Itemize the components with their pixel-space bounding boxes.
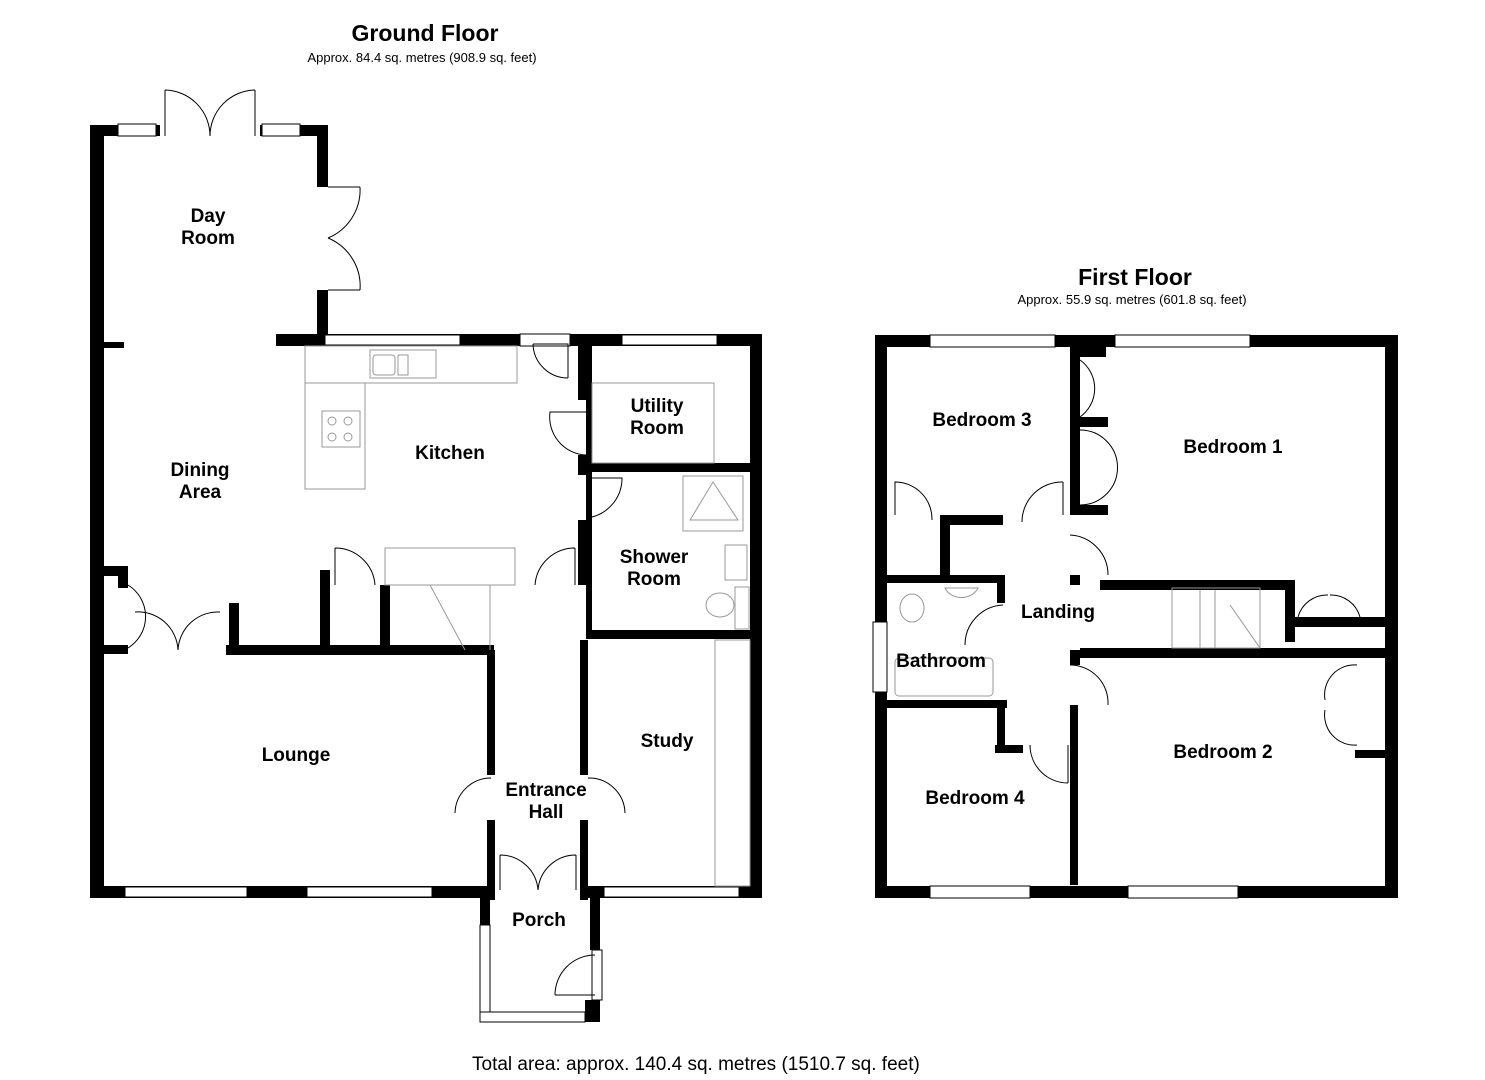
- room-label-study: Study: [640, 731, 694, 752]
- total-area: Total area: approx. 140.4 sq. metres (15…: [472, 1054, 920, 1075]
- room-label-bedroom-4: Bedroom 4: [925, 788, 1025, 809]
- first-floor-title: First Floor: [1078, 264, 1192, 290]
- first-floor-walls: [875, 335, 1398, 898]
- ground-floor-windows: [117, 123, 740, 1023]
- ground-floor-area: Approx. 84.4 sq. metres (908.9 sq. feet): [307, 50, 537, 65]
- room-label-landing: Landing: [1021, 602, 1095, 623]
- ground-floor-doors: [127, 89, 626, 996]
- room-label-porch: Porch: [512, 910, 566, 931]
- first-floor-doors: [894, 359, 1361, 784]
- room-label-lounge: Lounge: [261, 745, 331, 766]
- ground-floor-title: Ground Floor: [351, 20, 499, 46]
- room-label-bedroom-3: Bedroom 3: [932, 410, 1032, 431]
- room-label-kitchen: Kitchen: [415, 443, 485, 464]
- room-label-bedroom-1: Bedroom 1: [1183, 437, 1283, 458]
- first-floor-area: Approx. 55.9 sq. metres (601.8 sq. feet): [1017, 292, 1247, 307]
- room-label-bedroom-2: Bedroom 2: [1173, 742, 1273, 763]
- first-floor-windows: [872, 334, 1251, 899]
- room-label-bathroom: Bathroom: [896, 651, 986, 672]
- ground-floor-fixtures: [304, 345, 751, 887]
- first-floor-fixtures: [894, 587, 1261, 697]
